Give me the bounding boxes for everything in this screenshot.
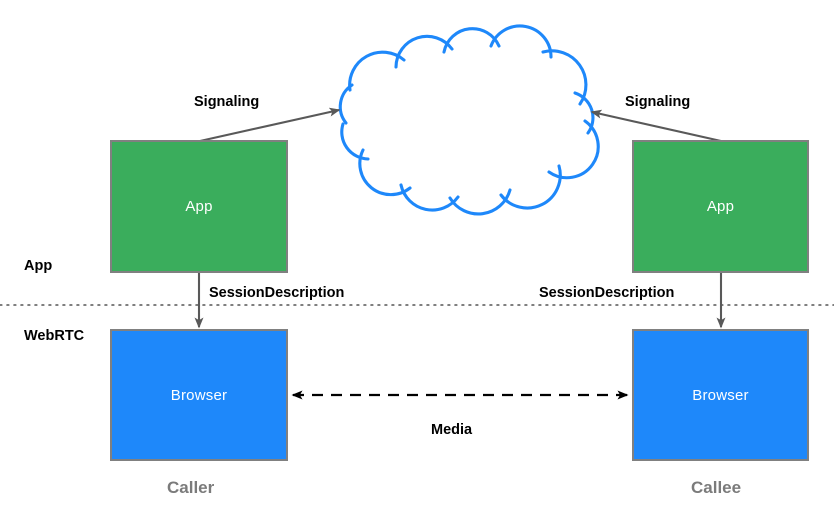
layer-app-label: App bbox=[24, 258, 53, 274]
callee-role-label: Callee bbox=[691, 478, 742, 497]
sessiondescription-left-label: SessionDescription bbox=[209, 285, 345, 301]
media-label: Media bbox=[431, 422, 473, 438]
signaling-right-arrow bbox=[590, 109, 722, 143]
callee-browser-box-label: Browser bbox=[692, 386, 749, 404]
caller-app-box-label: App bbox=[185, 198, 213, 215]
signaling-left-label: Signaling bbox=[194, 94, 260, 110]
signaling-left-arrow bbox=[199, 107, 341, 143]
signaling-cloud-icon bbox=[338, 24, 600, 216]
callee-app-box[interactable]: App bbox=[632, 140, 809, 273]
signaling-right-label: Signaling bbox=[625, 94, 691, 110]
sessiondescription-right-label: SessionDescription bbox=[539, 285, 675, 301]
caller-role-label: Caller bbox=[167, 478, 215, 497]
caller-browser-box-label: Browser bbox=[170, 386, 228, 404]
layer-webrtc-label: WebRTC bbox=[24, 328, 85, 344]
caller-browser-box[interactable]: Browser bbox=[110, 329, 288, 461]
callee-browser-box[interactable]: Browser bbox=[632, 329, 809, 461]
caller-app-box[interactable]: App bbox=[110, 140, 288, 273]
callee-app-box-label: App bbox=[706, 198, 735, 215]
